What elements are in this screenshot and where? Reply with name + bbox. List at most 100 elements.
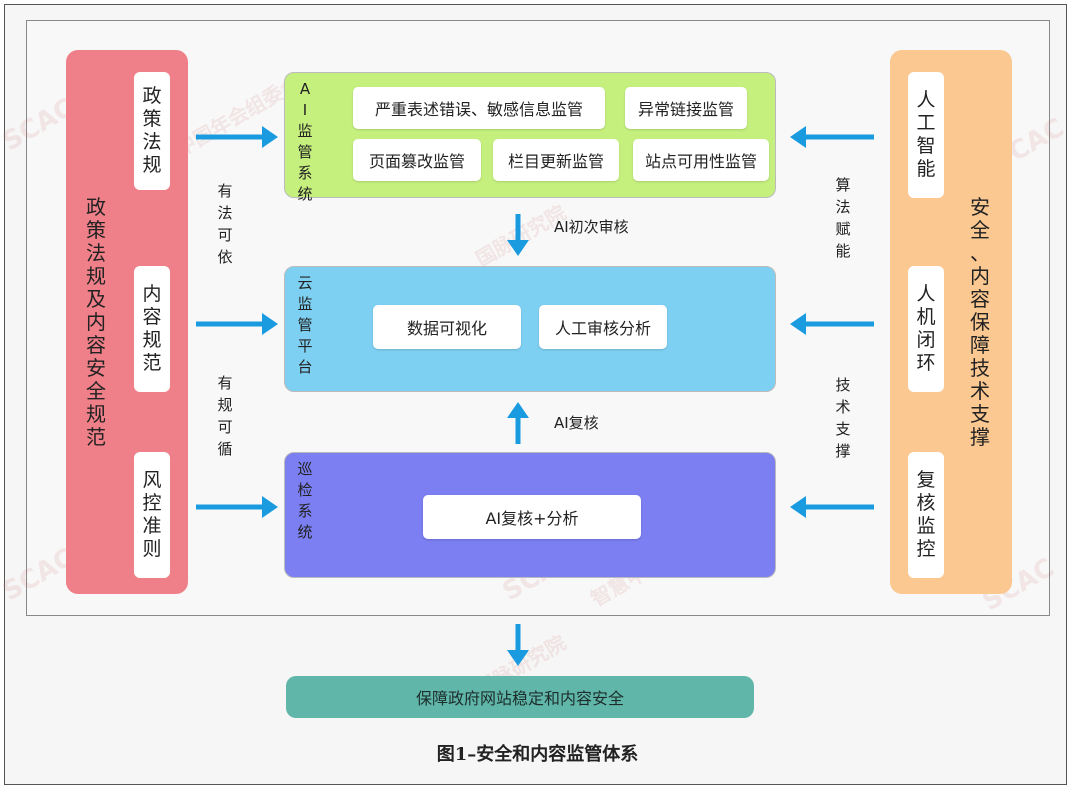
left-pillar-item-risk-rules: 风控准则 <box>134 452 170 578</box>
vertical-char: 术 <box>835 398 851 416</box>
vertical-char: 规 <box>142 329 162 351</box>
vertical-char: 规 <box>217 396 233 414</box>
vertical-char: 容 <box>142 306 162 328</box>
vertical-char: 闭 <box>916 329 936 351</box>
box-page-tamper-monitoring: 页面篡改监管 <box>353 139 481 181</box>
vertical-char: 范 <box>86 424 106 449</box>
vertical-char: 安 <box>86 355 106 380</box>
flow-label-ai-re-review: AI复核 <box>554 414 599 432</box>
goal-banner: 保障政府网站稳定和内容安全 <box>286 676 754 718</box>
vertical-char: 复 <box>916 469 936 491</box>
vertical-char: 管 <box>297 316 313 334</box>
vertical-char: 规 <box>142 154 162 176</box>
vertical-char: 有 <box>217 182 233 200</box>
vertical-char: 内 <box>970 263 990 288</box>
vertical-char: 策 <box>142 108 162 130</box>
vertical-char: 准 <box>142 515 162 537</box>
vertical-char: 统 <box>297 185 313 203</box>
vertical-char: 安 <box>970 194 990 219</box>
vertical-char: 全 <box>970 217 990 242</box>
vertical-char: 撑 <box>970 424 990 449</box>
left-pillar-title: 政策法规及内容安全规范 <box>84 70 108 574</box>
left-side-label-rules: 有规可循 <box>216 372 234 460</box>
vertical-char: 能 <box>835 242 851 260</box>
right-pillar-item-human-loop: 人机闭环 <box>908 266 944 392</box>
vertical-char: 检 <box>297 481 313 499</box>
vertical-char: 规 <box>86 263 106 288</box>
right-pillar-item-ai: 人工智能 <box>908 72 944 198</box>
vertical-char: 内 <box>86 309 106 334</box>
vertical-char: 循 <box>217 440 233 458</box>
vertical-char: 系 <box>297 502 313 520</box>
vertical-char: 则 <box>142 538 162 560</box>
vertical-char: A <box>299 80 311 98</box>
vertical-char: 技 <box>835 376 851 394</box>
box-column-update-monitoring: 栏目更新监管 <box>493 139 619 181</box>
figure-caption: 图1–安全和内容监管体系 <box>436 744 639 765</box>
vertical-char: 可 <box>217 226 233 244</box>
right-pillar-title: 安全、内容保障技术支撑 <box>968 70 992 574</box>
vertical-char: 工 <box>916 112 936 134</box>
vertical-char: 台 <box>297 358 313 376</box>
vertical-char: 、 <box>970 240 990 265</box>
arrow-policy-to-ai <box>196 126 278 148</box>
right-side-label-tech: 技术支撑 <box>834 374 852 462</box>
vertical-char: 算 <box>835 176 851 194</box>
vertical-char: 技 <box>970 355 990 380</box>
cloud-monitoring-panel: 云监管平台 数据可视化 人工审核分析 <box>284 266 776 392</box>
vertical-char: 云 <box>297 274 313 292</box>
right-side-label-algorithm: 算法赋能 <box>834 174 852 262</box>
vertical-char: 依 <box>217 248 233 266</box>
vertical-char: 系 <box>297 164 313 182</box>
vertical-char: 支 <box>970 401 990 426</box>
arrow-patrol-up-to-cloud <box>507 402 529 444</box>
arrow-review-to-patrol <box>790 496 874 518</box>
box-severe-error-monitoring: 严重表述错误、敏感信息监管 <box>353 87 605 129</box>
arrow-risk-to-patrol <box>196 496 278 518</box>
vertical-char: 术 <box>970 378 990 403</box>
vertical-char: 及 <box>86 286 106 311</box>
arrow-ai-to-ai-panel <box>790 126 874 148</box>
vertical-char: 风 <box>142 469 162 491</box>
vertical-char: 撑 <box>835 442 851 460</box>
vertical-char: 赋 <box>835 220 851 238</box>
left-pillar-item-policy: 政策法规 <box>134 72 170 190</box>
vertical-char: 智 <box>916 135 936 157</box>
vertical-char: 障 <box>970 332 990 357</box>
patrol-panel-title: 巡检系统 <box>297 459 313 543</box>
vertical-char: 巡 <box>297 460 313 478</box>
patrol-system-panel: 巡检系统 AI复核+分析 <box>284 452 776 578</box>
vertical-char: 环 <box>916 352 936 374</box>
vertical-char: I <box>302 101 308 119</box>
vertical-char: 政 <box>86 194 106 219</box>
vertical-char: 有 <box>217 374 233 392</box>
arrow-loop-to-cloud <box>790 313 874 335</box>
vertical-char: 策 <box>86 217 106 242</box>
vertical-char: 法 <box>835 198 851 216</box>
right-pillar-item-review-monitor: 复核监控 <box>908 452 944 578</box>
vertical-char: 政 <box>142 85 162 107</box>
vertical-char: 全 <box>86 378 106 403</box>
left-pillar-item-content-norms: 内容规范 <box>134 266 170 392</box>
vertical-char: 核 <box>916 492 936 514</box>
arrow-ai-down-to-cloud <box>507 214 529 256</box>
vertical-char: 统 <box>297 523 313 541</box>
box-site-availability-monitoring: 站点可用性监管 <box>633 139 769 181</box>
vertical-char: 容 <box>86 332 106 357</box>
vertical-char: 平 <box>297 337 313 355</box>
vertical-char: 支 <box>835 420 851 438</box>
vertical-char: 控 <box>916 538 936 560</box>
vertical-char: 监 <box>297 122 313 140</box>
vertical-char: 容 <box>970 286 990 311</box>
arrow-to-goal <box>507 624 529 666</box>
vertical-char: 监 <box>297 295 313 313</box>
vertical-char: 能 <box>916 158 936 180</box>
vertical-char: 人 <box>916 89 936 111</box>
box-abnormal-link-monitoring: 异常链接监管 <box>625 87 747 129</box>
left-side-label-law: 有法可依 <box>216 180 234 268</box>
box-manual-review-analysis: 人工审核分析 <box>539 305 667 349</box>
vertical-char: 机 <box>916 306 936 328</box>
